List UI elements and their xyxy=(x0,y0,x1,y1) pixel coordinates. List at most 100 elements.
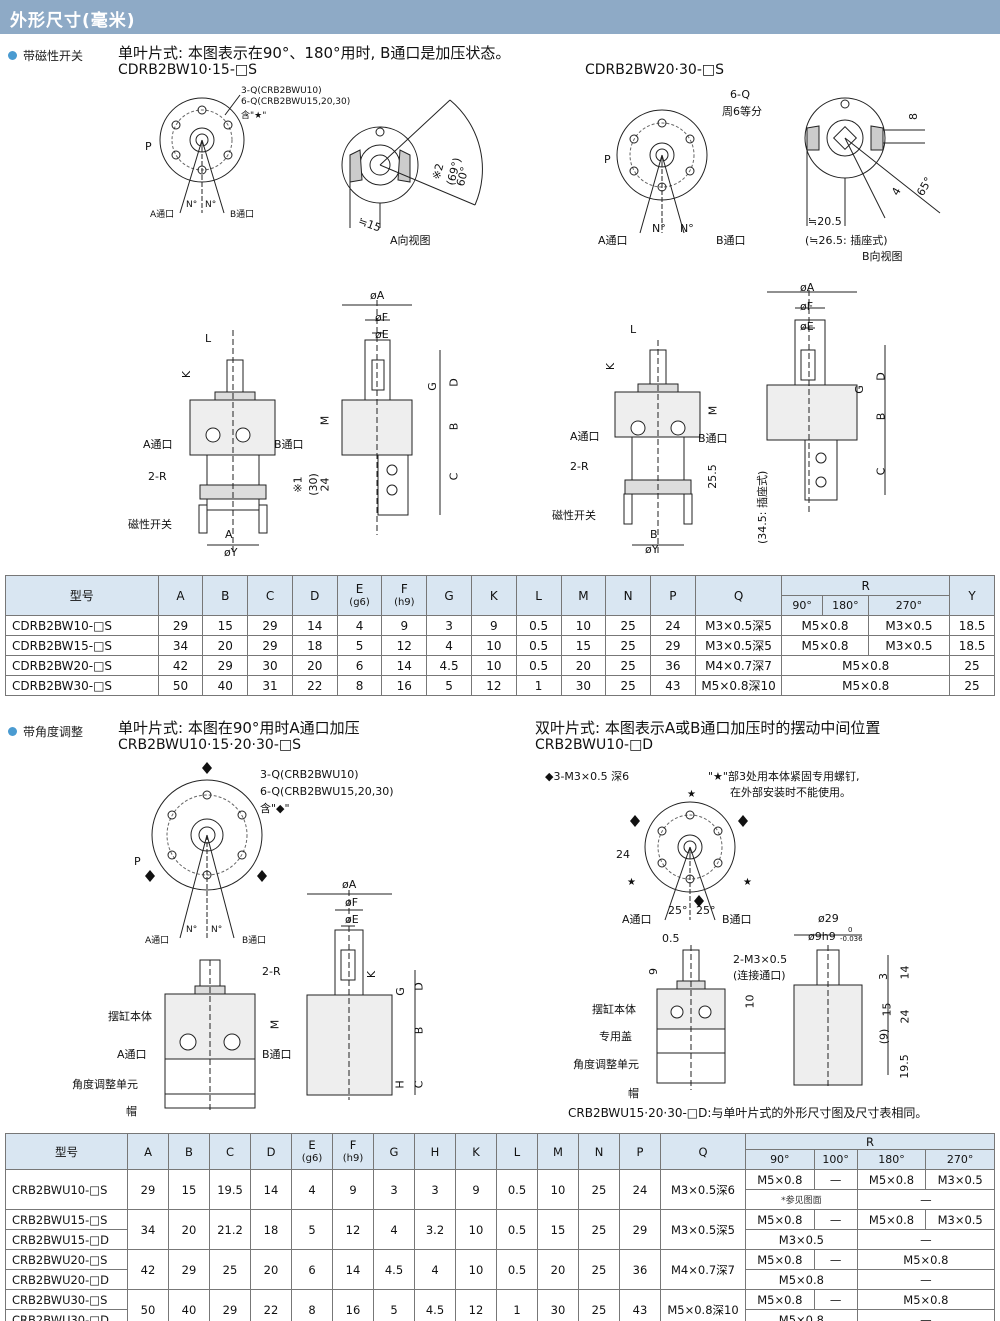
label-arrow-a: A xyxy=(225,528,233,541)
label-b-front: B xyxy=(447,422,461,431)
label-a-port-right: A通口 xyxy=(598,234,628,247)
label-6q: 6-Q(CRB2BWU15,20,30) xyxy=(241,97,351,107)
label-tol-top: 0 xyxy=(848,926,853,934)
label-a-port-side-angle: A通口 xyxy=(117,1048,147,1061)
label-9h9-double: ø9h9 xyxy=(808,930,836,943)
th-k: K xyxy=(470,575,517,616)
cell-r-all: M5×0.8 xyxy=(781,655,951,676)
cell-m: 20 xyxy=(560,655,607,676)
label-e-front-angle: øE xyxy=(345,913,359,926)
cell-model: CDRB2BW20-□S xyxy=(5,655,159,676)
label-g-front: G xyxy=(425,382,439,391)
cell-l: 1 xyxy=(515,675,562,696)
label-m3-double: 2-M3×0.5 xyxy=(733,953,788,966)
cell-note: *参见图面 xyxy=(745,1189,858,1210)
cell-q: M3×0.5深6 xyxy=(660,1169,746,1210)
cell-b: 15 xyxy=(202,615,249,636)
flange-drawing-double: ★ ★ ★ xyxy=(627,789,752,921)
cell-m: 15 xyxy=(560,635,607,656)
section2-heading-right: 双叶片式: 本图表示A或B通口加压时的摆动中间位置 xyxy=(535,719,881,737)
label-9-front-double: (9) xyxy=(877,1028,891,1045)
cell-q: M4×0.7深7 xyxy=(694,655,783,676)
label-b-port-side-right: B通口 xyxy=(698,432,728,445)
th-r90: 90° xyxy=(745,1149,815,1170)
label-a-port: A通口 xyxy=(150,210,175,220)
cell-m: 30 xyxy=(537,1289,579,1321)
cell-model: CDRB2BW15-□S xyxy=(5,635,159,656)
label-10-double: 10 xyxy=(743,994,757,1009)
label-ang1-double: 25° xyxy=(668,904,688,917)
th-e: E(g6) xyxy=(291,1133,333,1170)
cell-q: M3×0.5深5 xyxy=(694,635,783,656)
cell-r90: M5×0.8 xyxy=(745,1209,815,1230)
th-g: G xyxy=(426,575,472,616)
cell-k: 12 xyxy=(470,675,517,696)
cell-k: 10 xyxy=(470,655,517,676)
label-6q-note: 周6等分 xyxy=(722,105,762,118)
cell-r100: — xyxy=(813,1289,858,1310)
th-r180: 180° xyxy=(856,1149,927,1170)
th-f-sub: (h9) xyxy=(394,596,415,608)
label-14-double: 14 xyxy=(898,965,912,980)
label-m-angle: M xyxy=(268,1019,282,1030)
cell-m: 30 xyxy=(560,675,607,696)
cell-d: 22 xyxy=(250,1289,292,1321)
section1-model-right: CDRB2BW20·30-□S xyxy=(585,62,724,78)
cell-r100: — xyxy=(813,1169,858,1190)
svg-text:★: ★ xyxy=(687,789,696,800)
th-r100: 100° xyxy=(813,1149,858,1170)
cell-n: 25 xyxy=(578,1289,620,1321)
cell-f: 12 xyxy=(381,635,428,656)
th-m: M xyxy=(537,1133,579,1170)
label-c-front: C xyxy=(447,472,461,481)
cell-a: 34 xyxy=(127,1209,169,1250)
cell-p: 24 xyxy=(650,615,696,636)
th-p: P xyxy=(650,575,696,616)
th-f: F(h9) xyxy=(381,575,428,616)
section2-model-left: CRB2BWU10·15·20·30-□S xyxy=(118,737,301,753)
table-row: CDRB2BW30-□S 50 40 31 22 8 16 5 12 1 30 … xyxy=(5,675,995,696)
label-e-front-right: øE xyxy=(800,320,814,333)
cell-f: 14 xyxy=(332,1249,374,1290)
label-arrow-b: B xyxy=(650,528,658,541)
side-view-right xyxy=(614,340,701,555)
label-3q-angle: 3-Q(CRB2BWU10) xyxy=(260,768,359,781)
cell-l: 0.5 xyxy=(515,615,562,636)
cell-e: 5 xyxy=(291,1209,333,1250)
cell-f: 9 xyxy=(381,615,428,636)
label-e-front: øE xyxy=(375,328,389,341)
cell-q: M3×0.5深5 xyxy=(694,615,783,636)
label-k-left: K xyxy=(180,370,194,379)
cell-e: 8 xyxy=(291,1289,333,1321)
th-e: E(g6) xyxy=(336,575,383,616)
label-b-port-side-angle: B通口 xyxy=(262,1048,292,1061)
cell-h: 3.2 xyxy=(414,1209,456,1250)
cell-c: 19.5 xyxy=(209,1169,251,1210)
cell-e: 4 xyxy=(336,615,383,636)
cell-r90: M5×0.8 xyxy=(745,1289,815,1310)
cell-q: M4×0.7深7 xyxy=(660,1249,746,1290)
table-row: CRB2BWU30-□S 50 40 29 22 8 16 5 4.5 12 1… xyxy=(5,1289,996,1321)
th-n: N xyxy=(605,575,652,616)
label-3q: 3-Q(CRB2BWU10) xyxy=(241,86,322,96)
label-cap-angle: 帽 xyxy=(126,1105,137,1118)
th-l: L xyxy=(496,1133,538,1170)
cell-model: CDRB2BW10-□S xyxy=(5,615,159,636)
th-f-sub: (h9) xyxy=(342,1152,364,1164)
cell-r180-270: M5×0.8 xyxy=(856,1249,996,1270)
cell-g: 5 xyxy=(373,1289,415,1321)
th-g: G xyxy=(373,1133,415,1170)
cell-f: 12 xyxy=(332,1209,374,1250)
th-f: F(h9) xyxy=(332,1133,374,1170)
th-e-main: E xyxy=(355,581,364,596)
section-label-magnetic: 带磁性开关 xyxy=(8,47,83,64)
th-model: 型号 xyxy=(5,575,159,616)
cell-g: 4 xyxy=(426,635,472,656)
cell-y: 18.5 xyxy=(949,635,995,656)
cell-p: 43 xyxy=(619,1289,661,1321)
th-r180: 180° xyxy=(821,595,869,616)
cell-n: 25 xyxy=(605,675,652,696)
label-g-front-angle: G xyxy=(393,987,407,996)
front-view-left xyxy=(341,300,441,535)
table-row: CDRB2BW15-□S 34 20 29 18 5 12 4 10 0.5 1… xyxy=(5,635,995,656)
